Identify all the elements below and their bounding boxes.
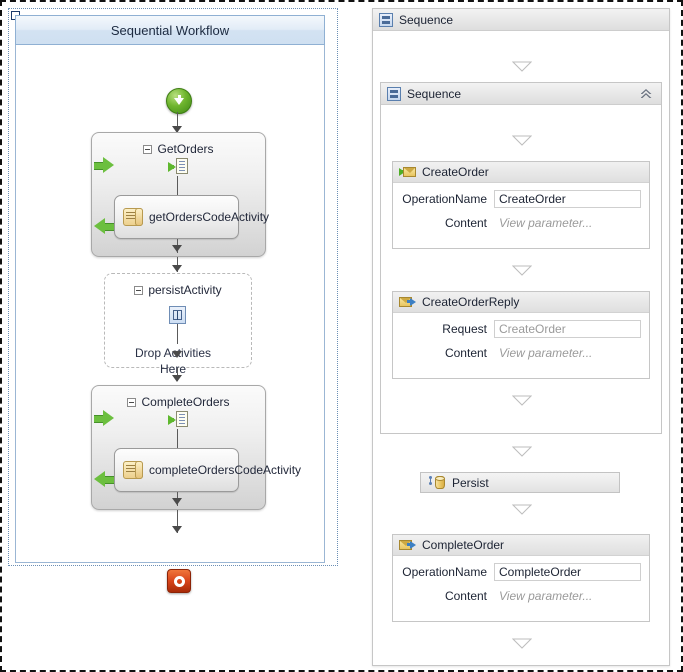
code-scroll-icon	[123, 208, 143, 226]
field-operationname-input[interactable]: CreateOrder	[494, 190, 641, 208]
field-content-link[interactable]: View parameter...	[499, 216, 593, 230]
bookmark-arrow-out-icon	[94, 218, 114, 234]
activity-card-createorder-body: OperationName CreateOrder Content View p…	[393, 183, 649, 240]
bookmark-arrow-out-icon	[94, 471, 114, 487]
field-content-label: Content	[444, 216, 487, 230]
activity-persistactivity-label: persistActivity	[148, 283, 222, 297]
bookmark-arrow-in-icon	[94, 157, 114, 173]
field-content[interactable]: Content View parameter...	[399, 344, 641, 362]
field-content[interactable]: Content View parameter...	[399, 214, 641, 232]
activity-getorders-label: GetOrders	[157, 142, 214, 156]
send-reply-icon	[399, 296, 416, 309]
drop-triangle-icon[interactable]	[512, 504, 532, 515]
workflow-canvas[interactable]: GetOrders getOrdersCodeActivity	[9, 45, 337, 593]
field-operationname-label: OperationName	[402, 565, 487, 579]
activity-completeorders-header: CompleteOrders	[92, 394, 265, 410]
drop-triangle-icon[interactable]	[512, 265, 532, 276]
activity-card-createorder-header: CreateOrder	[393, 162, 649, 183]
activity-card-completeorder-label: CompleteOrder	[422, 538, 505, 552]
activity-completeorders-label: CompleteOrders	[141, 395, 230, 409]
activity-completeorderscodeactivity-label: completeOrdersCodeActivity	[149, 463, 302, 477]
field-content[interactable]: Content View parameter...	[399, 587, 641, 605]
activity-card-createorderreply[interactable]: CreateOrderReply Request CreateOrder Con…	[392, 291, 650, 379]
persist-icon	[169, 306, 186, 324]
code-scroll-icon	[123, 461, 143, 479]
sequence-icon	[379, 12, 393, 27]
bookmark-arrow-in-icon	[94, 410, 114, 426]
field-operationname-input[interactable]: CompleteOrder	[494, 563, 641, 581]
activity-card-persist[interactable]: Persist	[420, 472, 620, 493]
activity-card-completeorder[interactable]: CompleteOrder OperationName CompleteOrde…	[392, 534, 650, 622]
receive-icon	[168, 411, 188, 432]
field-request-label: Request	[442, 322, 487, 336]
send-reply-icon	[399, 539, 416, 552]
page-title: Sequential Workflow	[15, 15, 325, 45]
sequence-inner-header[interactable]: Sequence	[381, 83, 661, 105]
sequence-outer-label: Sequence	[399, 12, 454, 27]
field-operationname-label: OperationName	[402, 192, 487, 206]
field-request[interactable]: Request CreateOrder	[399, 320, 641, 338]
sequence-outer-header[interactable]: Sequence	[373, 9, 669, 31]
field-operationname[interactable]: OperationName CompleteOrder	[399, 563, 641, 581]
field-content-link[interactable]: View parameter...	[499, 589, 593, 603]
receive-message-icon	[399, 166, 416, 179]
activity-getorderscodeactivity[interactable]: getOrdersCodeActivity	[114, 195, 269, 239]
collapse-chevron-icon[interactable]	[637, 85, 655, 103]
sequential-workflow-panel[interactable]: Sequential Workflow GetOrders	[8, 8, 338, 593]
drop-triangle-icon[interactable]	[512, 61, 532, 72]
collapse-expander-icon[interactable]	[143, 144, 153, 154]
drop-triangle-icon[interactable]	[512, 446, 532, 457]
activity-getorderscodeactivity-label: getOrdersCodeActivity	[149, 210, 270, 224]
drop-triangle-icon[interactable]	[512, 638, 532, 649]
drop-triangle-icon[interactable]	[512, 135, 532, 146]
stop-icon[interactable]	[167, 569, 191, 593]
field-content-label: Content	[444, 346, 487, 360]
persist-db-icon	[429, 475, 445, 490]
sequence-inner-label: Sequence	[407, 86, 462, 101]
field-request-input[interactable]: CreateOrder	[494, 320, 641, 338]
drop-triangle-icon[interactable]	[512, 395, 532, 406]
activity-persistactivity-header: persistActivity	[105, 282, 251, 298]
activity-card-completeorder-header: CompleteOrder	[393, 535, 649, 556]
activity-card-completeorder-body: OperationName CompleteOrder Content View…	[393, 556, 649, 613]
collapse-expander-icon[interactable]	[134, 285, 144, 295]
receive-icon	[168, 158, 188, 179]
activity-completeorderscodeactivity[interactable]: completeOrdersCodeActivity	[114, 448, 301, 492]
activity-card-createorderreply-label: CreateOrderReply	[422, 295, 520, 309]
sequence-icon	[387, 86, 401, 101]
field-content-label: Content	[444, 589, 487, 603]
drop-activities-hint: Drop Activities Here	[9, 345, 337, 377]
canvas-scrollbar[interactable]	[328, 11, 335, 563]
activity-card-createorderreply-header: CreateOrderReply	[393, 292, 649, 313]
activity-card-createorderreply-body: Request CreateOrder Content View paramet…	[393, 313, 649, 370]
activity-card-persist-label: Persist	[452, 475, 489, 490]
start-icon[interactable]	[166, 88, 192, 114]
wf-designer-panel[interactable]: Sequence Sequence	[372, 8, 672, 668]
drop-hint-line-2: Here	[159, 362, 186, 376]
activity-card-createorder[interactable]: CreateOrder OperationName CreateOrder Co…	[392, 161, 650, 249]
field-content-link[interactable]: View parameter...	[499, 346, 593, 360]
activity-card-createorder-label: CreateOrder	[422, 165, 489, 179]
field-operationname[interactable]: OperationName CreateOrder	[399, 190, 641, 208]
collapse-expander-icon[interactable]	[127, 397, 137, 407]
activity-getorders-header: GetOrders	[92, 141, 265, 157]
